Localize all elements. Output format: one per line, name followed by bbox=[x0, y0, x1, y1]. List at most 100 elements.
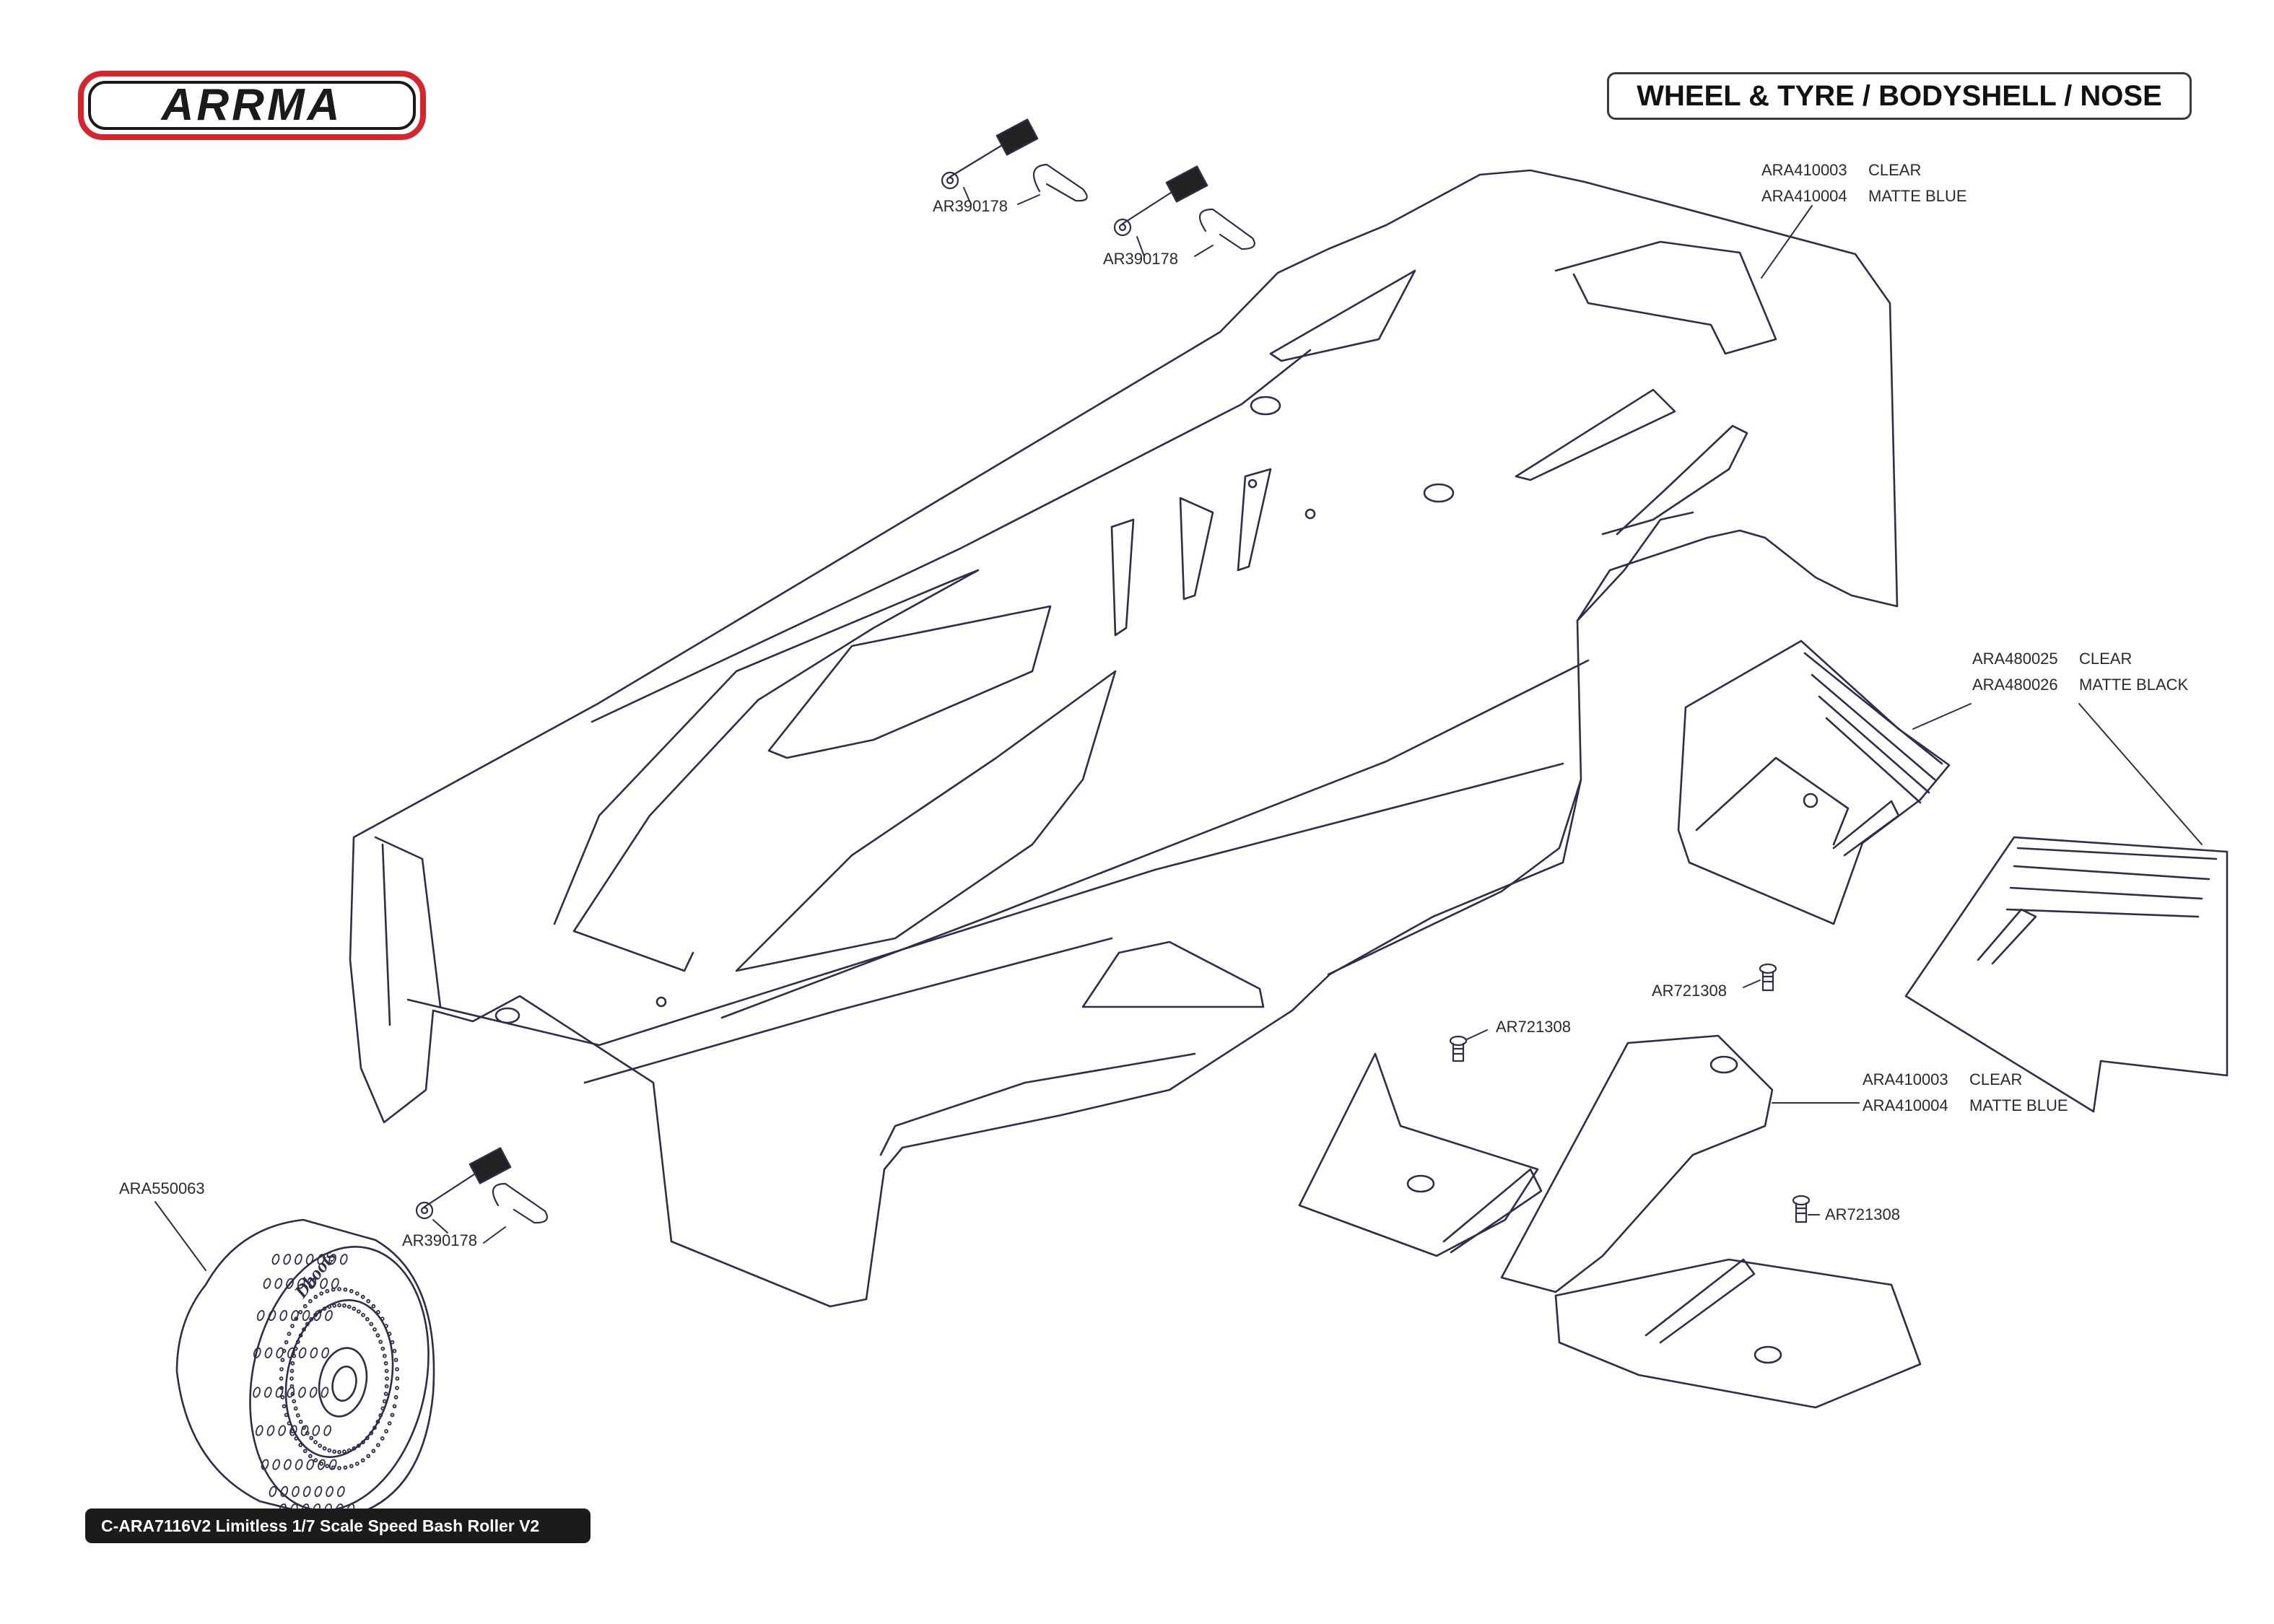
tread-block bbox=[263, 1387, 272, 1398]
model-label: C-ARA7116V2 Limitless 1/7 Scale Speed Ba… bbox=[101, 1516, 540, 1535]
front-wing-left-plate bbox=[1677, 639, 1951, 925]
rim-dot bbox=[289, 1368, 295, 1374]
tread-block bbox=[339, 1254, 348, 1265]
body-pin-3 bbox=[415, 1147, 548, 1224]
front-wing-right-fin bbox=[1977, 908, 2037, 965]
rim-dot bbox=[322, 1446, 327, 1451]
bodyshell-side-scoop bbox=[1081, 940, 1265, 1008]
front-wing-right-plate bbox=[1904, 836, 2229, 1113]
tread-block bbox=[274, 1278, 283, 1289]
tread-block bbox=[253, 1347, 261, 1358]
rim-dot bbox=[360, 1458, 365, 1463]
rim-dot bbox=[292, 1399, 297, 1404]
rim-dot bbox=[302, 1327, 306, 1332]
callout-body-pin-2: AR390178 bbox=[1103, 250, 1178, 268]
nose-center-hole bbox=[1709, 1055, 1738, 1074]
front-wing-left-floor bbox=[1695, 756, 1850, 846]
tread-block bbox=[323, 1425, 331, 1436]
leader-body-pin-3-clip bbox=[483, 1226, 506, 1244]
bodyshell-right-crease bbox=[1327, 778, 1582, 976]
rim-dot bbox=[293, 1346, 298, 1351]
tread-block bbox=[263, 1278, 271, 1289]
bodyshell-drawing bbox=[349, 169, 1899, 1308]
leader-lines bbox=[154, 187, 2203, 1271]
rim-dot bbox=[347, 1448, 352, 1453]
rim-dot bbox=[313, 1294, 318, 1299]
rim-dot bbox=[380, 1406, 385, 1411]
bodyshell-rear-slot-2 bbox=[1515, 388, 1676, 481]
rim-dot bbox=[375, 1333, 380, 1338]
bodyshell-spine-right bbox=[720, 659, 1590, 1019]
rim-dot bbox=[289, 1384, 295, 1389]
tread-block bbox=[278, 1425, 287, 1436]
rim-dot bbox=[395, 1386, 399, 1390]
rim-dot bbox=[378, 1413, 383, 1418]
rim-dot bbox=[354, 1291, 360, 1296]
screw-3 bbox=[1792, 1195, 1811, 1223]
tread-block bbox=[280, 1485, 289, 1498]
rim-dot bbox=[395, 1376, 400, 1381]
front-wing-left-hole bbox=[1803, 793, 1818, 808]
rim-dot bbox=[337, 1303, 341, 1308]
rim-dot bbox=[375, 1443, 380, 1447]
rim-dot bbox=[341, 1449, 347, 1454]
rim-dot bbox=[378, 1340, 383, 1344]
rim-dot bbox=[287, 1332, 292, 1336]
wheel-tyre-drawing: Dboots bbox=[175, 1218, 435, 1521]
bodyshell-gill-2 bbox=[1179, 497, 1214, 601]
bodyshell-rear-wing bbox=[1554, 240, 1777, 355]
rim-dot bbox=[308, 1454, 313, 1459]
rim-dot bbox=[366, 1298, 371, 1304]
tread-block bbox=[318, 1459, 326, 1470]
tread-block bbox=[286, 1278, 294, 1289]
rim-dot bbox=[354, 1462, 360, 1466]
rim-dot bbox=[380, 1436, 385, 1441]
rim-dot bbox=[343, 1465, 348, 1470]
tread-block bbox=[253, 1387, 261, 1398]
rim-dot bbox=[331, 1287, 336, 1292]
rim-dot bbox=[313, 1313, 318, 1317]
rim-dot bbox=[384, 1429, 388, 1433]
tyre-tread-outline bbox=[175, 1218, 435, 1521]
callout-screw-2: AR721308 bbox=[1652, 982, 1727, 1000]
arrma-logo: ARRMA bbox=[78, 71, 426, 140]
rim-dot bbox=[294, 1436, 299, 1441]
rim-dot bbox=[292, 1353, 297, 1358]
rim-dot bbox=[371, 1449, 376, 1454]
bodyshell-front-edge bbox=[583, 937, 1113, 1084]
leader-bodyshell bbox=[1761, 205, 1813, 279]
rim-dot bbox=[369, 1322, 374, 1327]
model-label-bar: C-ARA7116V2 Limitless 1/7 Scale Speed Ba… bbox=[85, 1509, 591, 1543]
leader-body-pin-2-clip bbox=[1194, 245, 1214, 257]
tread-block bbox=[328, 1459, 337, 1470]
callout-body-pin-3: AR390178 bbox=[402, 1231, 477, 1249]
rim-dot bbox=[392, 1348, 397, 1353]
tread-block bbox=[291, 1309, 299, 1322]
tread-block bbox=[302, 1309, 310, 1322]
tread-block bbox=[308, 1278, 317, 1289]
rim-dot bbox=[382, 1399, 387, 1404]
rim-dot bbox=[305, 1322, 310, 1327]
bodyshell-cockpit-left bbox=[553, 569, 980, 972]
rim-dot bbox=[284, 1413, 289, 1418]
rim-dot bbox=[295, 1413, 300, 1418]
tread-block bbox=[272, 1459, 281, 1470]
tyre-tread-pattern bbox=[253, 1254, 400, 1515]
rim-dot bbox=[349, 1464, 354, 1469]
nose-left-plate bbox=[1298, 1052, 1539, 1257]
nose-right-fin bbox=[1644, 1258, 1756, 1344]
tread-block bbox=[321, 1347, 329, 1358]
tread-block bbox=[297, 1278, 305, 1289]
tread-block bbox=[269, 1485, 277, 1498]
rim-dot bbox=[390, 1340, 395, 1345]
tread-block bbox=[256, 1309, 265, 1322]
tread-block bbox=[310, 1347, 318, 1358]
rim-dot bbox=[327, 1448, 332, 1453]
bodyshell-pin-hole bbox=[1423, 483, 1455, 503]
rim-dot bbox=[298, 1419, 303, 1424]
tread-block bbox=[320, 1278, 328, 1289]
rim-dot bbox=[284, 1340, 289, 1345]
leader-wing-left bbox=[1912, 703, 1972, 730]
